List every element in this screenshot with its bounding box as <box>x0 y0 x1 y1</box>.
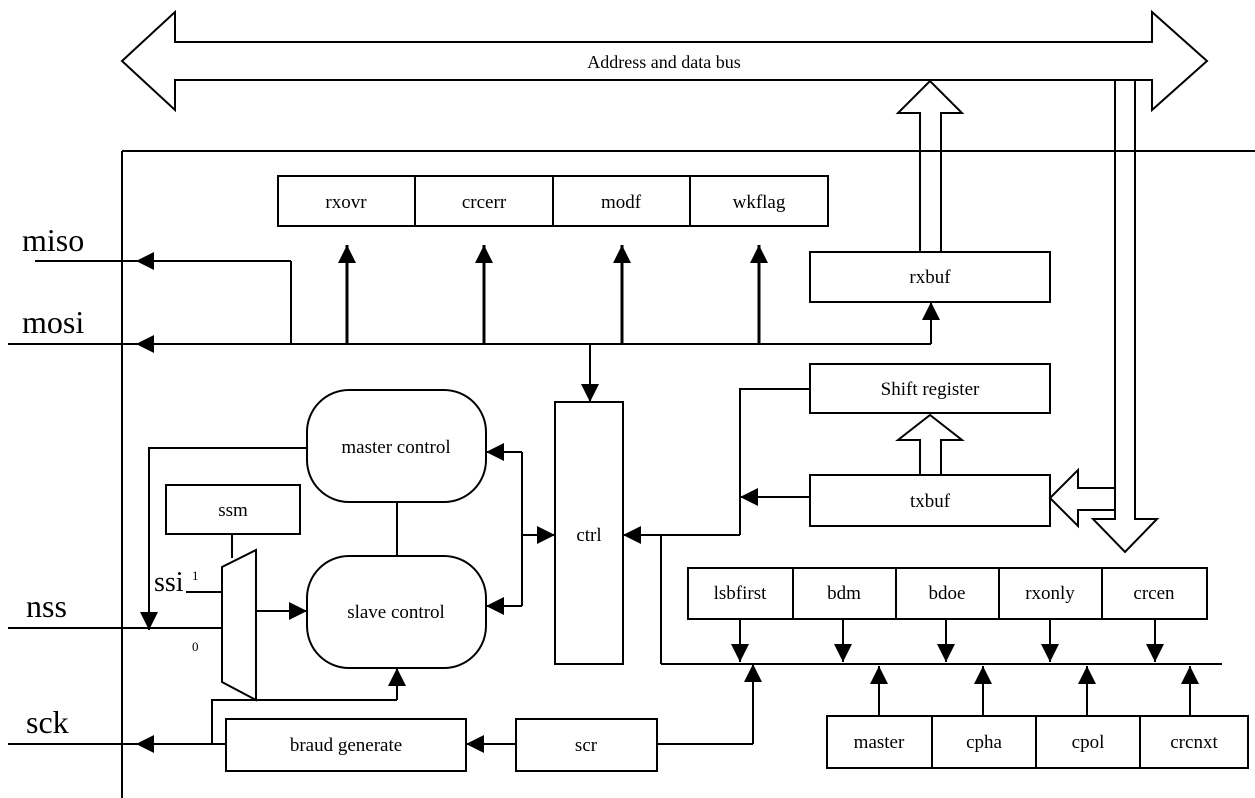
bus-label: Address and data bus <box>587 52 740 72</box>
config-cpol: cpol <box>1072 732 1105 753</box>
rxbuf-to-bus-arrow <box>895 79 965 253</box>
flag-modf: modf <box>601 192 642 213</box>
config-master: master <box>854 732 905 753</box>
shift-register-label: Shift register <box>881 379 980 400</box>
mux-ssi-label: ssi <box>154 567 184 598</box>
config-lsbfirst: lsbfirst <box>714 583 768 604</box>
pin-mosi: mosi <box>22 304 84 340</box>
mux-input-1-label: 1 <box>192 568 199 583</box>
mux-input-0-label: 0 <box>192 639 199 654</box>
into-txbuf-arrow <box>1048 467 1116 529</box>
slave-control-label: slave control <box>347 602 445 623</box>
pin-nss: nss <box>26 588 67 624</box>
flag-crcerr: crcerr <box>462 192 507 213</box>
config-crcen: crcen <box>1133 583 1175 604</box>
scr-label: scr <box>575 735 598 756</box>
pin-sck: sck <box>26 704 69 740</box>
config-bdm: bdm <box>827 583 861 604</box>
config-crcnxt: crcnxt <box>1170 732 1218 753</box>
bus-to-txbuf-arrow <box>1090 79 1160 554</box>
ctrl-label: ctrl <box>576 525 601 546</box>
txbuf-box <box>809 474 1051 527</box>
address-data-bus-arrow <box>120 9 1209 113</box>
pin-miso: miso <box>22 222 84 258</box>
config-rxonly: rxonly <box>1025 583 1075 604</box>
flag-rxovr: rxovr <box>325 192 367 213</box>
rxbuf-label: rxbuf <box>909 267 951 288</box>
flag-wkflag: wkflag <box>733 192 786 213</box>
config-register-top-box <box>687 567 1208 620</box>
nss-mux <box>221 548 257 702</box>
braud-generate-label: braud generate <box>290 735 402 756</box>
config-register-bottom-box <box>826 715 1249 769</box>
config-cpha: cpha <box>966 732 1002 753</box>
master-control-label: master control <box>341 437 450 458</box>
ssm-label: ssm <box>218 500 248 521</box>
txbuf-label: txbuf <box>910 491 951 512</box>
txbuf-to-shift-arrow <box>895 413 965 476</box>
config-bdoe: bdoe <box>929 583 966 604</box>
